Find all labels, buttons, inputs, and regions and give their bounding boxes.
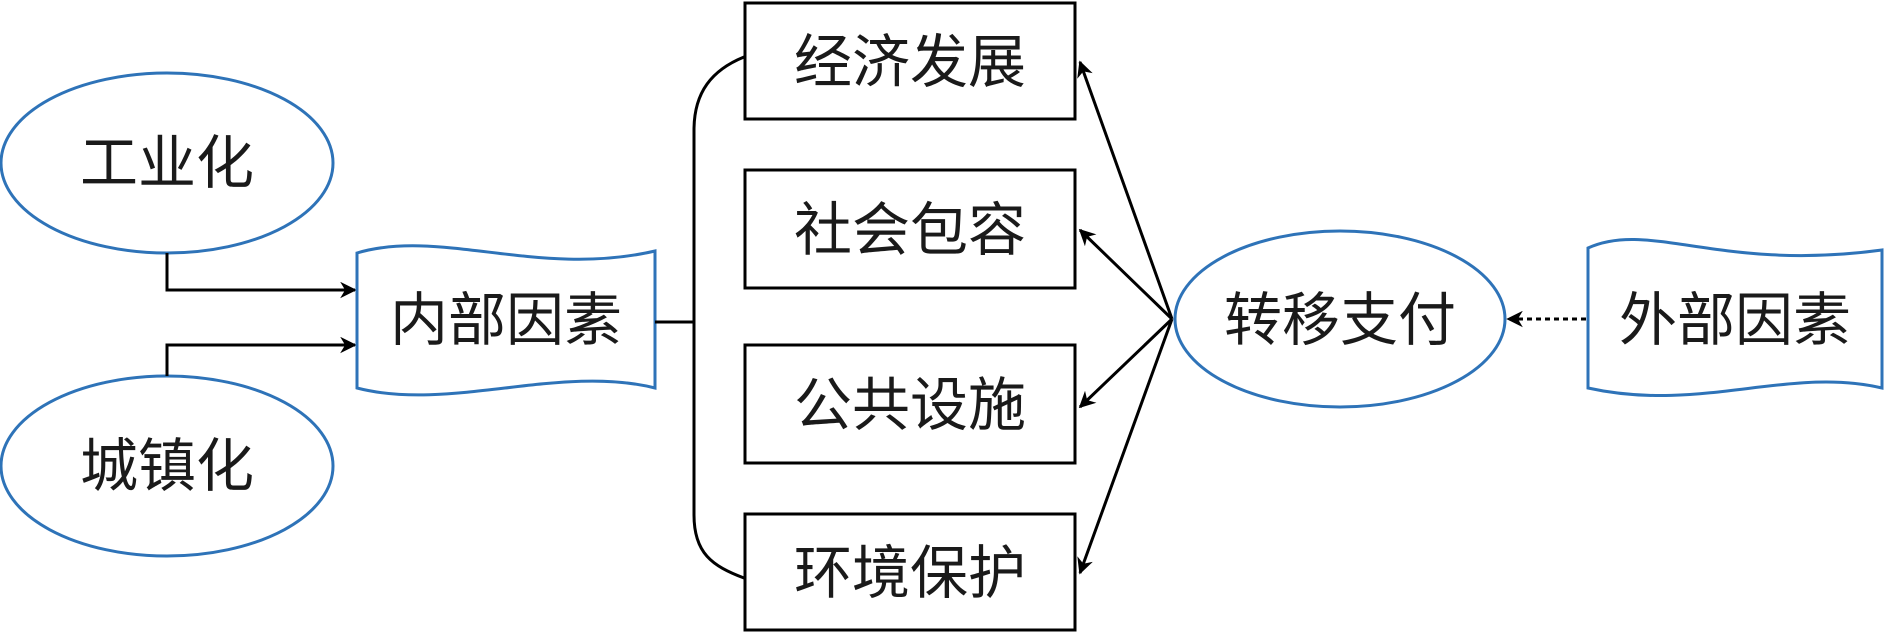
node-internal-factors-label: 内部因素 — [390, 286, 622, 354]
node-environmental-protection: 环境保护 — [743, 512, 1077, 632]
edge-transfer-to-economic — [1077, 60, 1174, 320]
node-public-facilities-label: 公共设施 — [794, 371, 1026, 439]
edge-transfer-to-social — [1078, 228, 1174, 321]
node-industrialization: 工业化 — [0, 71, 335, 255]
node-urbanization: 城镇化 — [0, 374, 335, 558]
node-internal-factors: 内部因素 — [355, 244, 657, 397]
edge-urbanization-to-internal — [165, 336, 357, 376]
node-public-facilities: 公共设施 — [743, 343, 1077, 465]
bracket — [692, 55, 745, 580]
node-social-inclusion: 社会包容 — [743, 168, 1077, 290]
edge-transfer-to-public — [1078, 317, 1174, 409]
node-urbanization-label: 城镇化 — [80, 432, 254, 500]
node-external-factors-label: 外部因素 — [1619, 286, 1851, 354]
node-transfer-payment: 转移支付 — [1173, 229, 1507, 409]
node-social-inclusion-label: 社会包容 — [794, 196, 1026, 264]
node-transfer-payment-label: 转移支付 — [1224, 286, 1456, 354]
edge-transfer-to-environmental — [1077, 318, 1174, 575]
node-industrialization-label: 工业化 — [80, 129, 254, 197]
edge-industrialization-to-internal — [165, 253, 357, 299]
node-environmental-protection-label: 环境保护 — [794, 539, 1026, 607]
node-external-factors: 外部因素 — [1586, 237, 1884, 398]
node-economic-development-label: 经济发展 — [794, 28, 1026, 96]
node-economic-development: 经济发展 — [743, 1, 1077, 121]
